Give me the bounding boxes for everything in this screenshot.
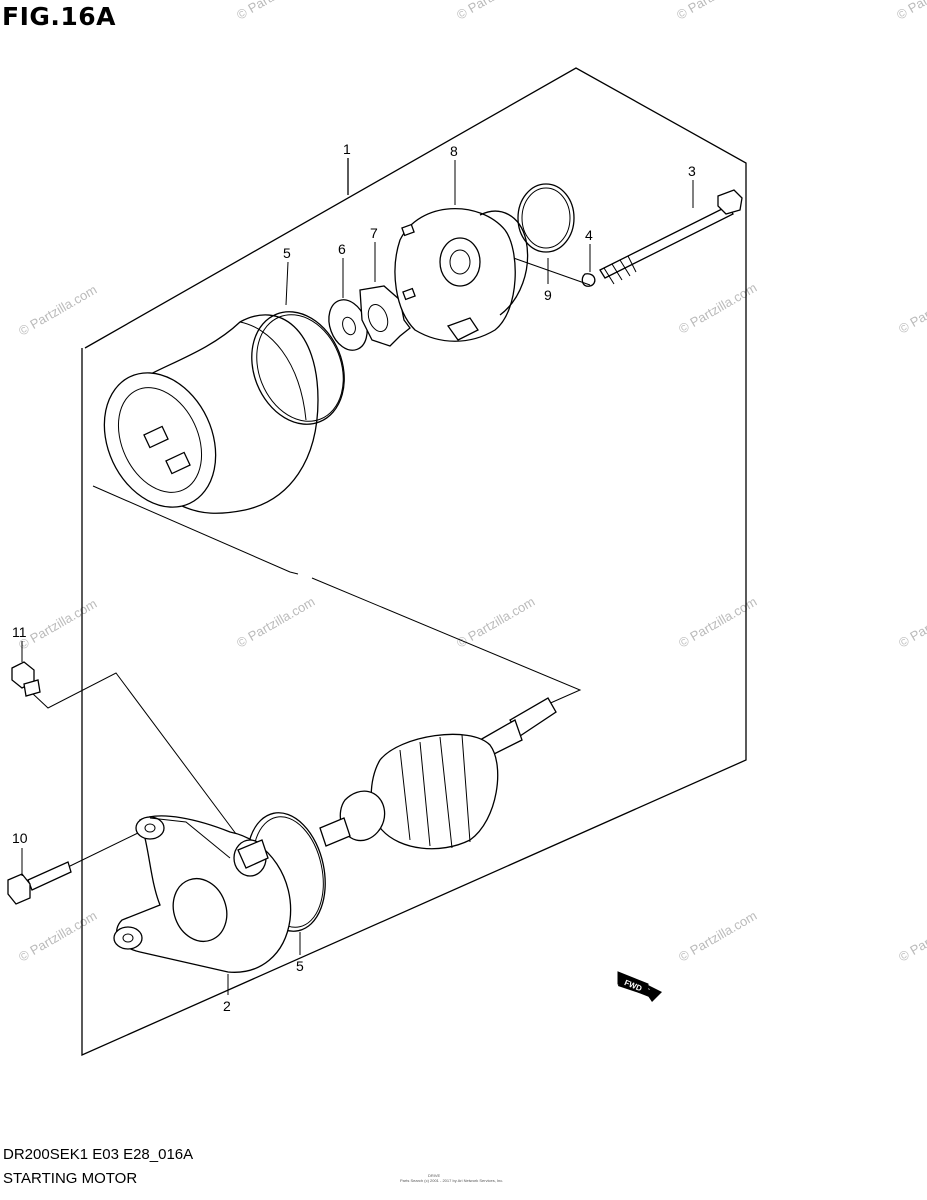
end-cover xyxy=(394,208,529,342)
motor-housing xyxy=(103,314,319,514)
o-ring-top xyxy=(251,311,345,425)
callout-11: 11 xyxy=(12,624,27,640)
watermark-text: © Partzilla.com xyxy=(676,280,759,337)
assembly-outline xyxy=(81,67,747,1057)
watermark-text: © Partzilla.com xyxy=(894,0,927,23)
callout-5-top: 5 xyxy=(283,245,291,261)
bolt-small xyxy=(11,661,41,697)
watermark-text: © Partzilla.com xyxy=(454,0,537,23)
callout-10: 10 xyxy=(12,830,28,846)
watermark-text: © Partzilla.com xyxy=(234,594,317,651)
brush-plate xyxy=(359,285,411,347)
callouts: 1 2 3 4 5 5 6 7 8 9 10 11 xyxy=(12,141,696,1014)
callout-7: 7 xyxy=(370,225,378,241)
drive-end-housing xyxy=(113,815,292,973)
watermark-text: © Partzilla.com xyxy=(234,0,317,23)
callout-1: 1 xyxy=(343,141,351,157)
callout-6: 6 xyxy=(338,241,346,257)
callout-3: 3 xyxy=(688,163,696,179)
fwd-arrow-icon: FWD xyxy=(617,971,662,1002)
armature xyxy=(319,697,557,850)
watermark-text: © Partzilla.com xyxy=(674,0,757,23)
footer-line-1: DRIVE xyxy=(428,1173,441,1178)
watermark-text: © Partzilla.com xyxy=(896,280,927,337)
watermark-text: © Partzilla.com xyxy=(16,596,99,653)
leader-lines xyxy=(21,160,694,995)
long-bolt xyxy=(599,189,743,285)
footer-line-2: Parts Search (c) 2001 - 2017 by Ari Netw… xyxy=(400,1178,504,1183)
copyright-footer: DRIVE Parts Search (c) 2001 - 2017 by Ar… xyxy=(400,1173,503,1183)
watermark-text: © Partzilla.com xyxy=(896,908,927,965)
callout-5-bottom: 5 xyxy=(296,958,304,974)
callout-8: 8 xyxy=(450,143,458,159)
bolt-short xyxy=(7,861,72,905)
o-ring-end xyxy=(517,183,575,253)
watermark-text: © Partzilla.com xyxy=(16,282,99,339)
figure-name: STARTING MOTOR xyxy=(3,1170,138,1187)
watermark-text: © Partzilla.com xyxy=(16,908,99,965)
figure-title: FIG.16A xyxy=(2,2,117,31)
watermark-text: © Partzilla.com xyxy=(676,594,759,651)
alignment-lines xyxy=(31,254,591,868)
watermark-text: © Partzilla.com xyxy=(676,908,759,965)
figure-code: DR200SEK1 E03 E28_016A xyxy=(3,1146,194,1163)
callout-2: 2 xyxy=(223,998,231,1014)
clip xyxy=(581,273,596,287)
callout-9: 9 xyxy=(544,287,552,303)
callout-4: 4 xyxy=(585,227,593,243)
watermark-text: © Partzilla.com xyxy=(896,594,927,651)
